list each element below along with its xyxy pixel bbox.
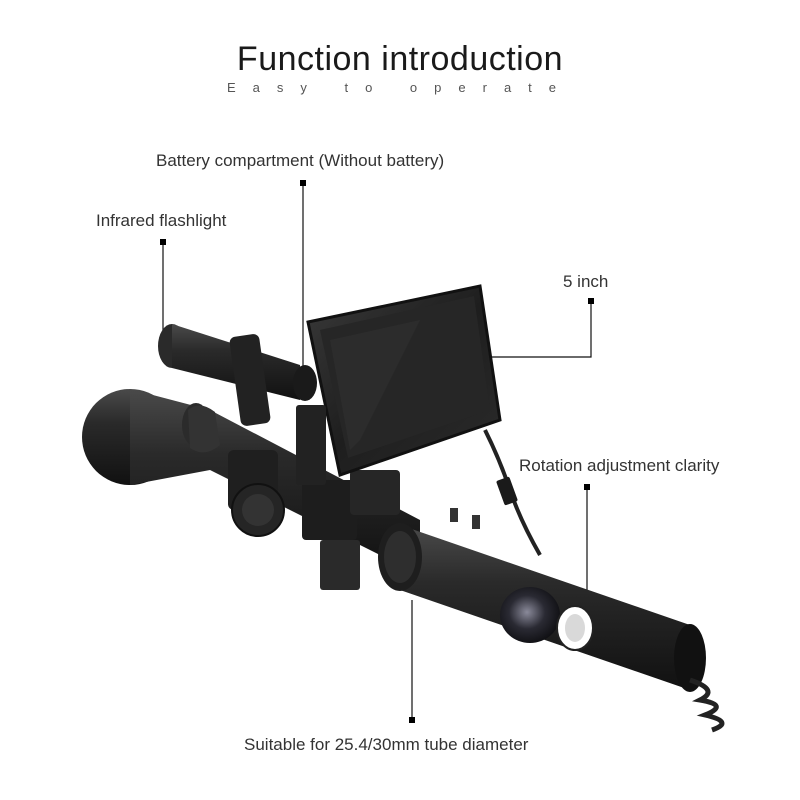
camera-lens <box>500 587 560 643</box>
leader-dot-flashlight <box>160 239 166 245</box>
callout-tube-diameter: Suitable for 25.4/30mm tube diameter <box>244 735 529 754</box>
night-vision-camera <box>378 508 725 733</box>
callout-rotation-adjustment: Rotation adjustment clarity <box>519 456 720 475</box>
page-title: Function introduction <box>236 40 564 78</box>
leader-dots <box>160 180 594 723</box>
leader-dot-rotation <box>584 484 590 490</box>
callout-infrared-flashlight: Infrared flashlight <box>96 211 227 230</box>
leader-screen <box>472 300 592 358</box>
page-subtitle: Easy to operate <box>226 80 574 95</box>
leader-dot-tube <box>409 717 415 723</box>
rifle-scope <box>82 389 420 590</box>
leader-dot-screen <box>588 298 594 304</box>
callout-battery-compartment: Battery compartment (Without battery) <box>156 151 445 170</box>
leader-dot-battery <box>300 180 306 186</box>
callout-screen-size: 5 inch <box>563 272 609 291</box>
leader-lines <box>162 183 592 720</box>
infrared-flashlight <box>158 324 317 426</box>
display-screen <box>296 284 542 556</box>
